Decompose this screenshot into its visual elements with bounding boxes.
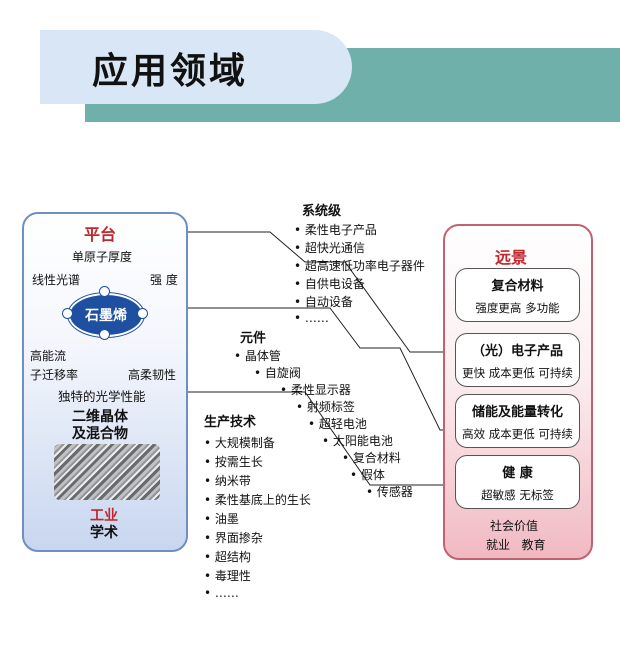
list-item: • 自动设备 [294,295,353,309]
platform-footer-industry: 工业 [90,508,118,524]
list-item: • 射频标签 [296,400,355,414]
list-item: • 太阳能电池 [322,434,393,448]
list-item: • 界面掺杂 [204,531,263,545]
graphene-knob-left [62,308,73,319]
graphene-knob-right [137,308,148,319]
vision-box-health: 健 康 超敏感 无标签 [455,455,580,509]
list-item: • 超快光通信 [294,241,365,255]
list-item: • 超高速低功率电子器件 [294,259,425,273]
platform-item-flexibility: 高柔韧性 [128,368,177,382]
list-item: • 晶体管 [234,349,281,363]
graphene-knob-bottom [99,329,110,340]
connector-production [188,391,455,486]
platform-subtitle-line1: 二维晶体 [72,409,128,425]
platform-item-strength: 强 度 [150,273,178,287]
production-title: 生产技术 [204,415,257,430]
vision-box-sub: 强度更高 多功能 [475,301,560,315]
page-title: 应用领域 [92,51,249,92]
list-item: • 复合材料 [342,451,401,465]
list-item: • 超结构 [204,550,251,564]
header-title-pill [40,30,352,104]
graphene-material-image [54,444,160,500]
vision-box-title: 储能及能量转化 [471,405,563,420]
vision-box-electronics: （光）电子产品 更快 成本更低 可持续 [455,333,580,387]
connector-system [188,231,455,353]
platform-item-thickness: 单原子厚度 [72,250,133,264]
vision-box-energy: 储能及能量转化 高效 成本更低 可持续 [455,394,580,448]
list-item: • 柔性电子产品 [294,223,377,237]
system-level-title: 系统级 [302,204,342,219]
vision-title: 远景 [495,248,528,267]
list-item: • 超轻电池 [308,417,367,431]
vision-box-sub: 超敏感 无标签 [481,488,554,502]
vision-box-composites: 复合材料 强度更高 多功能 [455,268,580,322]
list-item: • 自供电设备 [294,277,365,291]
social-value-title: 社会价值 [490,519,539,533]
list-item: • 传感器 [366,485,413,499]
list-item: • 油墨 [204,512,239,526]
list-item: • 柔性显示器 [280,383,351,397]
vision-box-sub: 更快 成本更低 可持续 [462,366,573,380]
vision-box-title: （光）电子产品 [471,344,563,359]
list-item: • …… [204,586,239,600]
list-item: • 按需生长 [204,455,263,469]
vision-box-title: 健 康 [502,466,533,481]
vision-box-sub: 高效 成本更低 可持续 [462,427,573,441]
connector-components [188,307,455,431]
components-title: 元件 [240,331,267,346]
platform-item-linear-spectrum: 线性光谱 [32,273,81,287]
platform-item-high-flux: 高能流 [30,349,67,363]
list-item: • …… [294,311,329,325]
list-item: • 毒理性 [204,569,251,583]
list-item: • 假体 [350,468,385,482]
list-item: • 大规模制备 [204,436,275,450]
graphene-knob-top [99,286,110,297]
platform-footer-academia: 学术 [90,525,118,541]
social-value-items: 就业 教育 [486,538,546,552]
platform-item-mobility: 子迁移率 [30,368,79,382]
vision-box-title: 复合材料 [491,279,544,294]
list-item: • 柔性基底上的生长 [204,493,311,507]
platform-item-optical: 独特的光学性能 [58,389,146,404]
list-item: • 纳米带 [204,474,251,488]
platform-subtitle-line2: 及混合物 [72,426,128,442]
platform-title: 平台 [84,225,117,244]
list-item: • 自旋阀 [254,366,301,380]
